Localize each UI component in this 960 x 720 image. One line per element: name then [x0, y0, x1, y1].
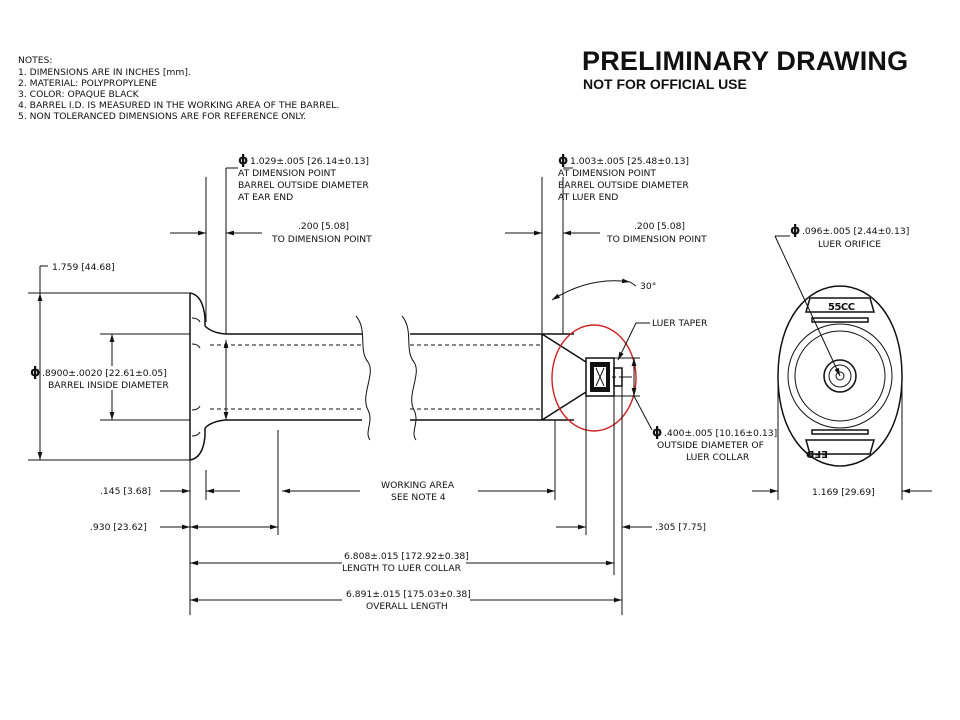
diameter-symbol: ϕ	[30, 365, 40, 380]
end-mark-top: 55CC	[828, 302, 855, 313]
flange-height-value: 1.759 [44.68]	[52, 262, 115, 273]
ear-od-line4: AT EAR END	[238, 192, 293, 203]
orifice-value: .096±.005 [2.44±0.13]	[802, 226, 909, 237]
ear-point-label: TO DIMENSION POINT	[271, 234, 372, 245]
inside-diameter-value: .8900±.0020 [22.61±0.05]	[42, 368, 167, 379]
luer-taper-label: LUER TAPER	[652, 318, 708, 329]
dimension-text: ϕ 1.029±.005 [26.14±0.13] AT DIMENSION P…	[30, 153, 909, 612]
length-to-collar-label: LENGTH TO LUER COLLAR	[342, 563, 462, 574]
ear-point-value: .200 [5.08]	[298, 221, 349, 232]
luer-od-line3: BARREL OUTSIDE DIAMETER	[558, 180, 689, 191]
notes-heading: NOTES:	[18, 55, 52, 66]
inside-diameter-label: BARREL INSIDE DIAMETER	[48, 380, 169, 391]
diameter-symbol: ϕ	[652, 425, 662, 440]
end-view: 55CC EFD	[752, 235, 932, 500]
diameter-symbol: ϕ	[790, 223, 800, 238]
luer-od-value: 1.003±.005 [25.48±0.13]	[570, 156, 689, 167]
working-area-note: SEE NOTE 4	[391, 492, 446, 503]
collar-length-value: .305 [7.75]	[655, 522, 706, 533]
flange-thickness-value: .145 [3.68]	[100, 486, 151, 497]
ear-offset-value: .930 [23.62]	[90, 522, 147, 533]
note-3: 3. COLOR: OPAQUE BLACK	[18, 89, 140, 100]
end-width-value: 1.169 [29.69]	[812, 487, 875, 498]
end-mark-bottom: EFD	[806, 448, 828, 459]
drawing-title: PRELIMINARY DRAWING	[582, 46, 908, 76]
angle-value: 30°	[640, 281, 656, 292]
luer-point-label: TO DIMENSION POINT	[606, 234, 707, 245]
note-5: 5. NON TOLERANCED DIMENSIONS ARE FOR REF…	[18, 111, 306, 122]
diameter-symbol: ϕ	[238, 153, 248, 168]
luer-od-line4: AT LUER END	[558, 192, 618, 203]
notes-block: NOTES: 1. DIMENSIONS ARE IN INCHES [mm].…	[18, 55, 339, 122]
note-2: 2. MATERIAL: POLYPROPYLENE	[18, 78, 157, 89]
orifice-label: LUER ORIFICE	[818, 239, 881, 250]
luer-od-line2: AT DIMENSION POINT	[558, 168, 656, 179]
ear-od-line3: BARREL OUTSIDE DIAMETER	[238, 180, 369, 191]
dimension-lines	[28, 167, 653, 615]
note-4: 4. BARREL I.D. IS MEASURED IN THE WORKIN…	[18, 100, 339, 111]
collar-line3: LUER COLLAR	[686, 452, 750, 463]
working-area-label: WORKING AREA	[381, 480, 455, 491]
ear-od-value: 1.029±.005 [26.14±0.13]	[250, 156, 369, 167]
overall-length-value: 6.891±.015 [175.03±0.38]	[346, 589, 471, 600]
collar-line2: OUTSIDE DIAMETER OF	[657, 440, 764, 451]
collar-value: .400±.005 [10.16±0.13]	[664, 428, 777, 439]
drawing-subtitle: NOT FOR OFFICIAL USE	[583, 76, 747, 92]
length-to-collar-value: 6.808±.015 [172.92±0.38]	[344, 551, 469, 562]
note-1: 1. DIMENSIONS ARE IN INCHES [mm].	[18, 67, 191, 78]
luer-point-value: .200 [5.08]	[634, 221, 685, 232]
overall-length-label: OVERALL LENGTH	[366, 601, 448, 612]
diameter-symbol: ϕ	[558, 153, 568, 168]
ear-od-line2: AT DIMENSION POINT	[238, 168, 336, 179]
barrel-side-view	[189, 292, 632, 461]
